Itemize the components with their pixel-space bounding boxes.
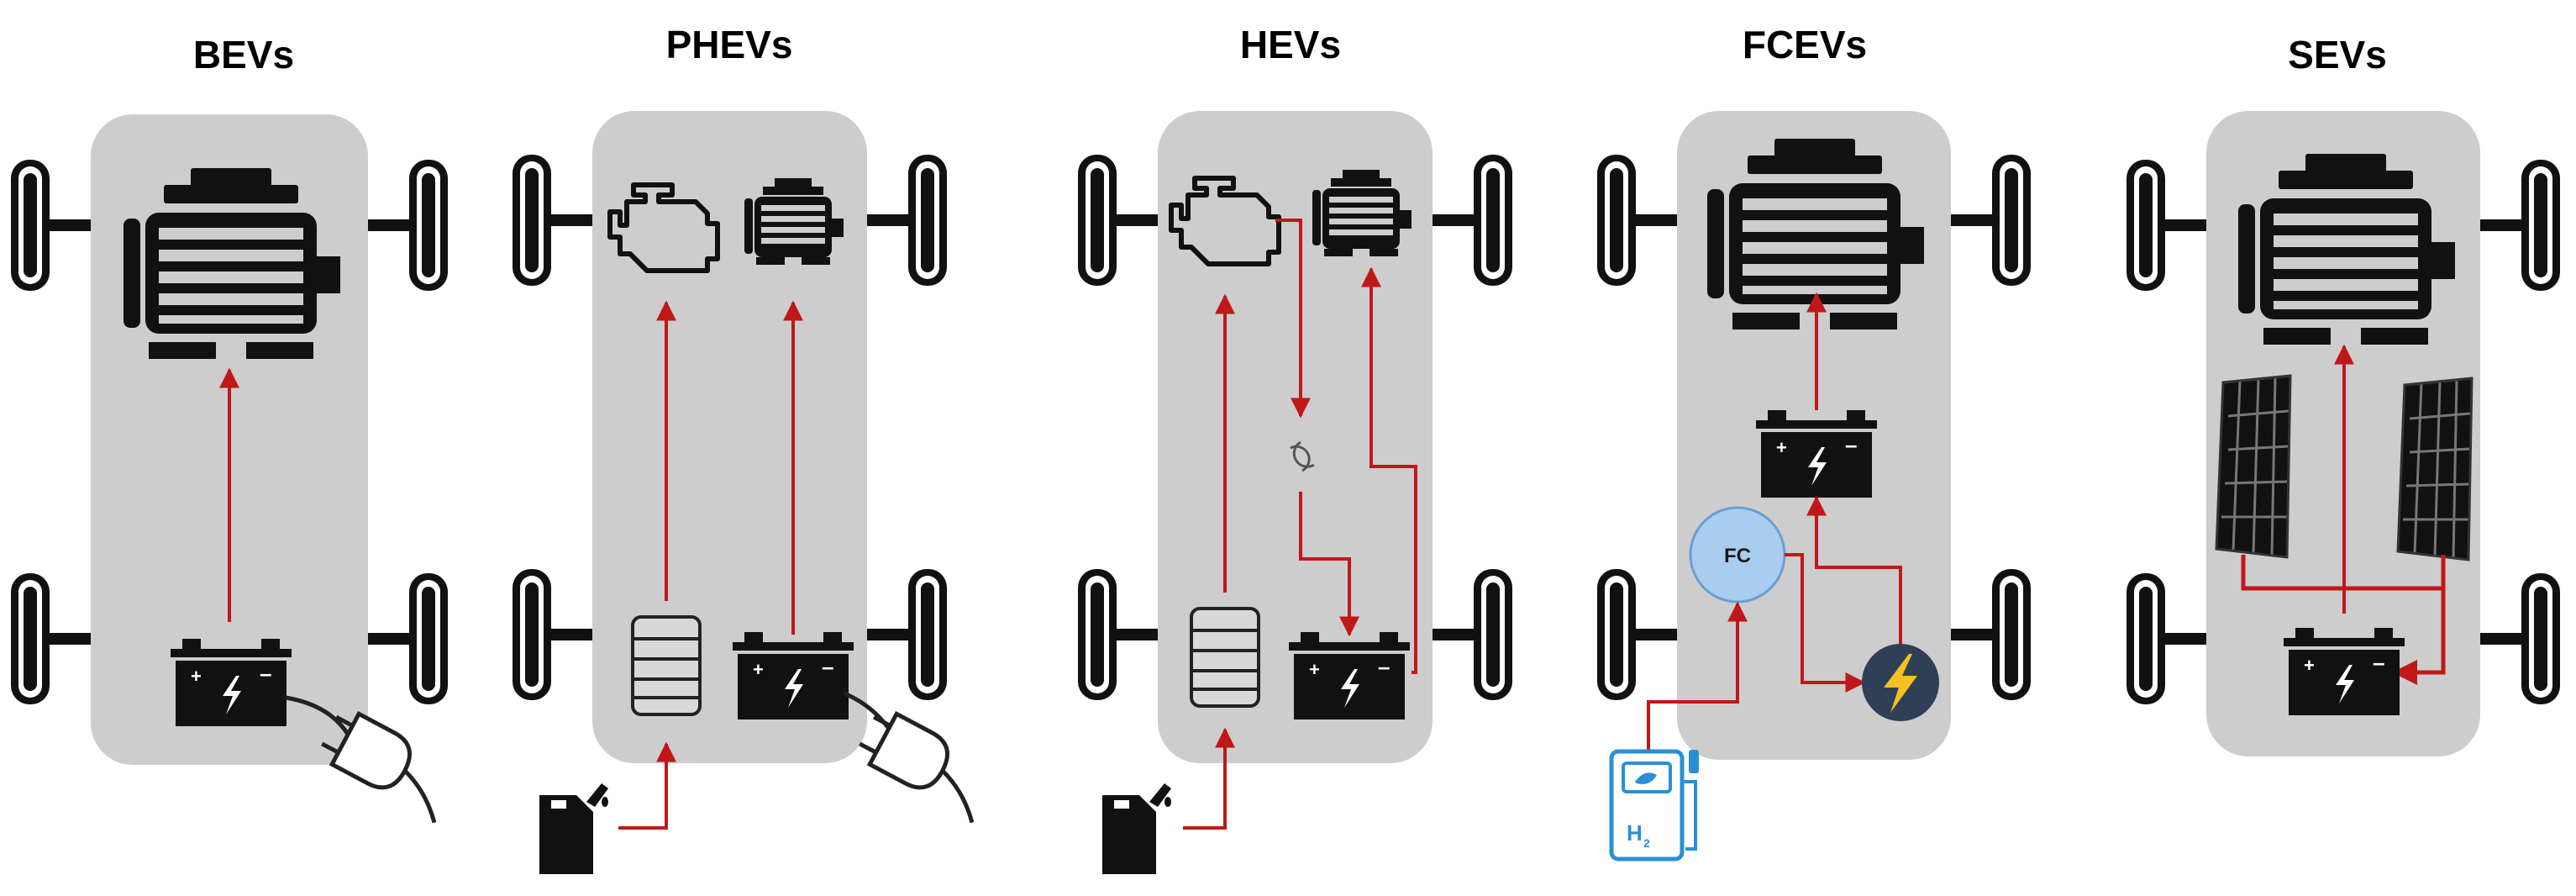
wheel-icon <box>513 569 592 700</box>
vehicle-hev <box>1078 111 1512 874</box>
battery-icon <box>171 639 292 726</box>
battery-icon <box>1289 632 1410 719</box>
wheel-icon <box>368 573 448 704</box>
wheel-icon <box>1078 155 1158 286</box>
vehicle-bev <box>11 114 463 823</box>
flow-arrow <box>1183 727 1235 830</box>
title-sev: SEVs <box>2288 33 2387 76</box>
jerrycan-icon <box>539 783 608 874</box>
battery-icon <box>2284 628 2405 715</box>
fuel-barrel-icon <box>1190 607 1260 708</box>
fuel-cell-icon: FC <box>1689 506 1786 603</box>
battery-icon <box>1756 410 1877 498</box>
svg-text:H: H <box>1627 820 1643 846</box>
flow-arrow <box>1647 601 1748 753</box>
wheel-icon <box>1433 155 1512 286</box>
wheel-icon <box>867 569 947 700</box>
charging-cable <box>844 691 893 733</box>
flow-arrow <box>1785 553 1866 693</box>
wheel-icon <box>1597 569 1677 700</box>
wheel-icon <box>11 573 91 704</box>
solar-panel-icon <box>2215 374 2292 559</box>
wheel-icon <box>2480 573 2560 704</box>
fuel-barrel-icon <box>631 615 702 716</box>
title-hev: HEVs <box>1239 23 1342 66</box>
solar-panel-icon <box>2396 377 2473 561</box>
battery-icon <box>733 632 854 719</box>
wheel-icon <box>368 160 448 291</box>
title-fcev: FCEVs <box>1742 23 1868 66</box>
wheel-icon <box>1951 569 2031 700</box>
svg-text:FC: FC <box>1724 545 1751 567</box>
title-bev: BEVs <box>192 33 295 76</box>
wheel-icon <box>2127 573 2206 704</box>
power-unit-icon <box>1862 644 1939 721</box>
flow-arrow <box>1299 492 1359 637</box>
wheel-icon <box>1951 155 2031 286</box>
flow-arrow <box>2392 588 2446 685</box>
svg-text:2: 2 <box>1643 836 1650 850</box>
wheel-icon <box>1078 569 1158 700</box>
vehicle-sev <box>2127 111 2560 756</box>
hydrogen-station-icon: H 2 <box>1609 749 1699 862</box>
vehicle-fcev: FC H 2 <box>1597 111 2031 862</box>
charging-plug-icon <box>852 705 1001 823</box>
flow-arrow <box>1275 219 1311 419</box>
wheel-icon <box>2127 160 2206 291</box>
vehicle-phev <box>513 111 1001 874</box>
jerrycan-icon <box>1102 783 1171 874</box>
flow-arrow <box>1361 266 1417 674</box>
wheel-icon <box>513 155 592 286</box>
flow-arrow <box>2241 555 2446 591</box>
flow-arrow <box>618 741 676 830</box>
wheel-icon <box>11 160 91 291</box>
wheel-icon <box>2480 160 2560 291</box>
wheel-icon <box>1597 155 1677 286</box>
flow-arrow <box>1806 495 1902 644</box>
wheel-icon <box>1433 569 1512 700</box>
wheel-icon <box>867 155 947 286</box>
title-phev: PHEVs <box>665 23 793 66</box>
generator-icon <box>1290 440 1315 472</box>
chassis <box>592 111 867 763</box>
